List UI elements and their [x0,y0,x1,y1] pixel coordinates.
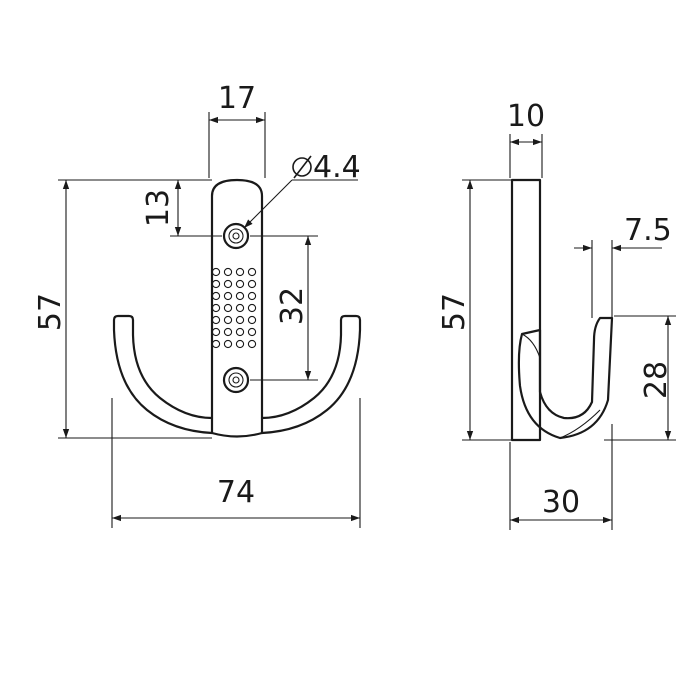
dim-label-front-width: 74 [217,475,255,510]
pattern-dot [235,267,245,277]
pattern-dot [247,327,257,337]
front-hooks-outline [112,314,362,435]
pattern-dot [223,327,233,337]
pattern-dot [235,303,245,313]
dim-label-side-thickness: 10 [507,99,545,134]
dim-label-side-depth: 30 [542,485,580,520]
pattern-dot [247,267,257,277]
pattern-dot [223,303,233,313]
dim-hook-gap: 7.5 [574,213,672,318]
pattern-dot [211,315,221,325]
pattern-dot [235,315,245,325]
diameter-symbol-icon [292,155,312,179]
front-plate-outline [210,178,264,438]
pattern-dot [211,339,221,349]
dim-label-hole-diameter: 4.4 [313,150,361,185]
pattern-dot [211,279,221,289]
pattern-dot [211,303,221,313]
pattern-dot [247,315,257,325]
dim-front-width: 74 [111,398,361,528]
pattern-dot [223,279,233,289]
upper-screw-hole [222,222,250,250]
dim-hole-offset: 13 [141,179,222,237]
pattern-dot [247,303,257,313]
pattern-dot [211,291,221,301]
pattern-dot [223,267,233,277]
pattern-dot [211,267,221,277]
pattern-dot [223,291,233,301]
dim-hole-diameter: 4.4 [243,150,361,229]
dim-side-depth: 30 [509,424,613,530]
dim-label-side-height: 57 [437,293,472,331]
side-plate-outline [510,178,542,442]
decorative-dot-pattern [211,267,257,349]
pattern-dot [235,279,245,289]
side-hook-inner-edge [521,333,601,439]
dim-plate-width: 17 [208,81,266,178]
pattern-dot [247,291,257,301]
side-view: 10 7.5 57 28 30 [437,99,676,530]
dim-label-hook-gap: 7.5 [624,213,672,248]
pattern-dot [247,279,257,289]
dim-label-hole-spacing: 32 [275,287,310,325]
pattern-dot [223,315,233,325]
pattern-dot [247,339,257,349]
pattern-dot [211,327,221,337]
dim-hook-height: 28 [604,315,676,441]
pattern-dot [235,291,245,301]
lower-screw-hole [222,366,250,394]
dim-side-thickness: 10 [507,99,545,178]
dim-hole-spacing: 32 [250,235,318,381]
dim-label-hole-offset: 13 [141,189,176,227]
dim-label-front-height: 57 [33,293,68,331]
pattern-dot [235,339,245,349]
dim-front-height: 57 [33,179,212,439]
front-view: 17 13 4.4 32 [33,81,362,528]
dim-label-plate-width: 17 [218,81,256,116]
side-hook-outline [517,316,614,440]
dim-side-height: 57 [437,179,512,441]
dim-label-hook-height: 28 [639,361,674,399]
pattern-dot [235,327,245,337]
pattern-dot [223,339,233,349]
